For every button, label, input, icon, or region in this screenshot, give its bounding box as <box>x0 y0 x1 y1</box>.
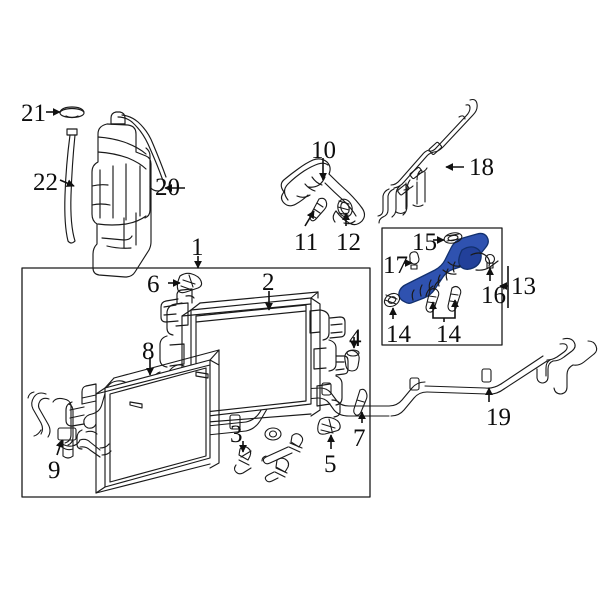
hose-clamp-ring-art <box>337 198 353 218</box>
callout-13[interactable]: 13 <box>511 273 536 300</box>
callout-20[interactable]: 20 <box>155 174 180 201</box>
lower-isolator-art <box>317 416 341 435</box>
hose-clamp-spring-art <box>309 197 328 222</box>
callout-14-right[interactable]: 14 <box>436 321 461 348</box>
callout-11[interactable]: 11 <box>294 229 319 256</box>
cooler-line-bracket-art <box>27 391 112 459</box>
screw-cluster-art <box>233 427 304 483</box>
callout-15[interactable]: 15 <box>412 229 437 256</box>
callout-8[interactable]: 8 <box>142 338 155 365</box>
coolant-recovery-bottle-art <box>91 111 167 278</box>
leader-lines <box>46 108 508 456</box>
callout-3[interactable]: 3 <box>230 421 243 448</box>
callout-17[interactable]: 17 <box>383 252 408 279</box>
reservoir-cap-art <box>59 106 85 119</box>
callout-5[interactable]: 5 <box>324 451 337 478</box>
callout-14-left[interactable]: 14 <box>386 321 411 348</box>
callout-4[interactable]: 4 <box>349 325 362 352</box>
leader-22 <box>59 179 75 187</box>
upper-isolator-art <box>176 272 203 294</box>
callout-1[interactable]: 1 <box>191 234 204 261</box>
callout-6[interactable]: 6 <box>147 271 160 298</box>
leader-brackets <box>432 266 509 322</box>
leader-11 <box>304 210 315 227</box>
lower-radiator-hose-highlighted-art <box>398 232 499 304</box>
inset-clamp-14-left-art <box>383 292 401 308</box>
callout-9[interactable]: 9 <box>48 457 61 484</box>
callout-22[interactable]: 22 <box>33 169 58 196</box>
charge-air-cooler-art <box>65 349 220 494</box>
callout-19[interactable]: 19 <box>486 404 511 431</box>
callout-16[interactable]: 16 <box>481 282 506 309</box>
callout-7[interactable]: 7 <box>353 425 366 452</box>
callout-21[interactable]: 21 <box>21 100 46 127</box>
callout-12[interactable]: 12 <box>336 229 361 256</box>
radiator-grommet-art <box>344 349 360 372</box>
callout-10[interactable]: 10 <box>311 137 336 164</box>
trans-oil-cooler-line-art <box>377 98 478 224</box>
callout-2[interactable]: 2 <box>262 269 275 296</box>
leader-9 <box>55 439 64 456</box>
coolant-dipstick-art <box>64 128 78 244</box>
callout-18[interactable]: 18 <box>469 154 494 181</box>
